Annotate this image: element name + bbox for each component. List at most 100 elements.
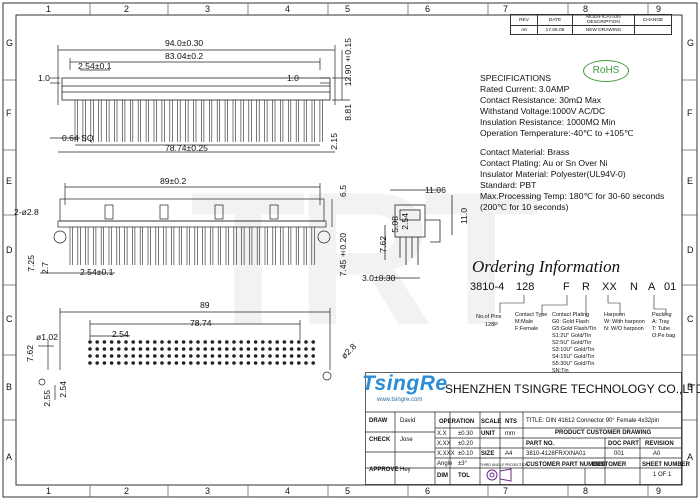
pcb-hole xyxy=(225,354,229,358)
pcb-hole xyxy=(275,340,279,344)
row-label: F xyxy=(6,108,12,118)
legend-item: S1:2U" Gold/Tin xyxy=(552,333,592,339)
projection-symbol-icon xyxy=(486,468,512,482)
col-label: 5 xyxy=(345,486,351,496)
dim-label: 2.54±0.1 xyxy=(80,267,114,277)
pcb-hole xyxy=(145,354,150,358)
row-label: A xyxy=(6,452,13,462)
pcb-hole xyxy=(210,347,215,351)
dim-label: 7.45±0.20 xyxy=(338,233,348,277)
pcb-hole xyxy=(88,361,92,365)
side-view-drawing xyxy=(380,189,453,279)
spec-line: Insulation Resistance: 1000MΩ Min xyxy=(480,117,616,127)
sheet-label: SHEET NUMBER xyxy=(642,462,691,468)
pcb-hole xyxy=(297,354,301,358)
pcb-hole xyxy=(189,347,193,351)
rev-cell: NEW DRAWING xyxy=(572,25,635,35)
pcb-hole xyxy=(117,361,121,365)
col-label: 3 xyxy=(205,486,211,496)
pcb-hole xyxy=(304,340,308,344)
pcb-hole xyxy=(196,354,200,358)
row-label: D xyxy=(6,245,13,255)
pcb-hole xyxy=(117,340,121,344)
dim-label: ø1.02 xyxy=(36,332,58,342)
dim-label: 7.62 xyxy=(378,236,388,253)
col-label: 2 xyxy=(124,486,130,496)
legend-head: Contact Type xyxy=(515,312,548,318)
dim-label: 83.04±0.2 xyxy=(165,51,204,61)
dim-label: 78.74±0.25 xyxy=(165,143,208,153)
spec-line: (200℃ for 10 seconds) xyxy=(480,202,569,212)
dim-label: 5.08 xyxy=(390,216,400,233)
spec-title: SPECIFICATIONS xyxy=(480,73,551,83)
pcb-hole xyxy=(217,340,222,344)
pcb-hole xyxy=(261,361,265,365)
order-code: R xyxy=(582,281,590,293)
pcb-hole xyxy=(131,361,135,365)
sheet-value: 1 OF 1 xyxy=(653,472,672,478)
order-code: 01 xyxy=(664,281,677,293)
dim-label: 2.54 xyxy=(112,329,129,339)
dim-label: 2-ø2.8 xyxy=(14,207,39,217)
pcb-hole xyxy=(282,347,287,351)
legend-head: No.of Pins xyxy=(476,314,502,320)
tol-val: ±0.20 xyxy=(458,441,473,447)
pcb-hole xyxy=(138,347,143,351)
pcb-hole xyxy=(289,340,294,344)
pcb-hole xyxy=(174,340,179,344)
pcb-hole xyxy=(289,361,294,365)
dim-label: 7.25 xyxy=(26,255,36,272)
pcb-hole xyxy=(239,347,243,351)
pcb-hole xyxy=(253,340,258,344)
col-label: 5 xyxy=(345,4,351,14)
legend-item: G0: Gold Flash xyxy=(552,319,589,325)
pcb-hole xyxy=(117,354,121,358)
dim-label: 6.5 xyxy=(338,185,348,197)
legend-item: S4:15U" Gold/Tin xyxy=(552,354,595,360)
pcb-hole xyxy=(268,340,272,344)
order-code: 3810-4 xyxy=(470,281,505,293)
legend-item: A: Tray xyxy=(652,319,670,325)
pcb-hole xyxy=(174,361,179,365)
unit-value: mm xyxy=(505,431,515,437)
spec-line: Rated Current: 3.0AMP xyxy=(480,84,570,94)
operation-label: OPERATION xyxy=(439,419,475,425)
pcb-hole xyxy=(167,340,171,344)
pcb-hole xyxy=(138,354,143,358)
row-label: C xyxy=(6,314,13,324)
rev-header: CHANGE xyxy=(634,14,672,26)
pcb-hole xyxy=(131,340,135,344)
rohs-label: RoHS xyxy=(592,65,620,76)
row-label: D xyxy=(687,245,694,255)
rev-header: REV xyxy=(510,14,538,26)
front-view-drawing xyxy=(40,183,333,274)
legend-item: O:Pe bag xyxy=(652,333,676,339)
drawing-type: PRODUCT CUSTOMER DRAWING xyxy=(555,430,652,436)
pcb-hole xyxy=(153,354,157,358)
rev-cell: A0 xyxy=(510,25,538,35)
pcb-hole xyxy=(102,340,107,344)
pcb-hole xyxy=(181,347,186,351)
pcb-hole xyxy=(297,361,301,365)
pcb-hole xyxy=(167,347,171,351)
pcb-hole xyxy=(196,340,200,344)
pcb-hole xyxy=(102,347,107,351)
pcb-hole xyxy=(153,347,157,351)
tol-val: ±0.30 xyxy=(458,431,473,437)
legend-item: SN:Tin xyxy=(552,368,569,374)
legend-head: Packing xyxy=(652,312,672,318)
legend-item: 128P xyxy=(485,322,498,328)
legend-head: Contact Plating xyxy=(552,312,590,318)
size-label: SIZE xyxy=(481,451,495,457)
company-logo: TsingRe xyxy=(362,372,448,395)
customer-label: CUSTOMER xyxy=(592,462,627,468)
pcb-hole xyxy=(109,361,114,365)
pcb-hole xyxy=(181,361,186,365)
pcb-hole xyxy=(138,340,143,344)
pcb-hole xyxy=(210,354,215,358)
pcb-hole xyxy=(88,354,92,358)
pcb-hole xyxy=(160,361,164,365)
spec-line: Contact Material: Brass xyxy=(480,147,570,157)
dim-label: 2.55 xyxy=(42,390,52,407)
